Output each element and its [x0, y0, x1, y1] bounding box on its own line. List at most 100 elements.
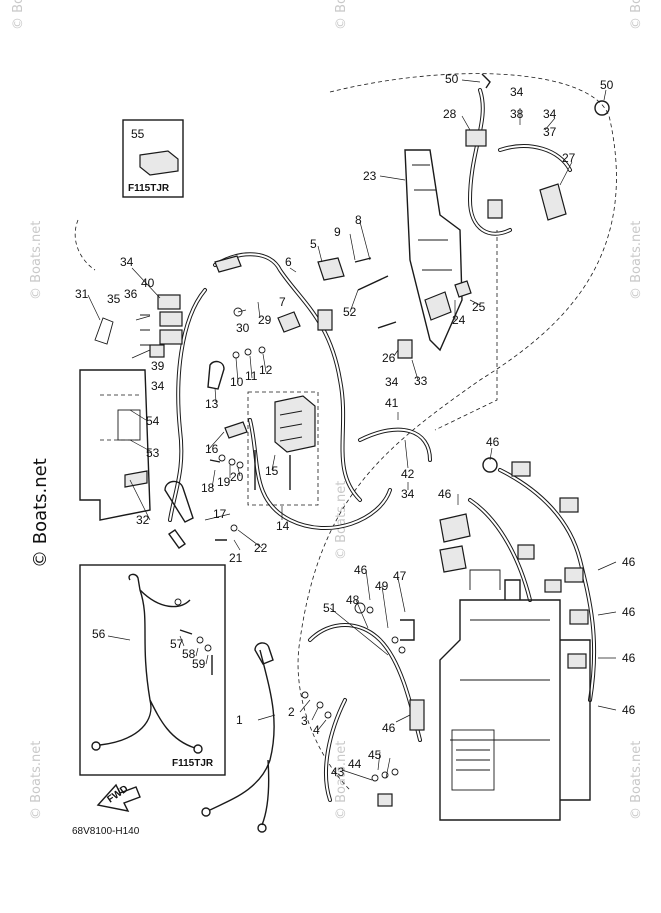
callout-16: 16: [205, 442, 219, 456]
connector-55-shape: [139, 150, 179, 176]
watermark: © Boats.net: [334, 0, 349, 30]
inset-bottom-model-label: F115TJR: [172, 758, 214, 769]
fuse-block-14: [247, 391, 319, 506]
callout-6: 6: [285, 255, 292, 269]
callout-12: 12: [259, 363, 273, 377]
callout-25: 25: [472, 300, 486, 314]
callout-46: 46: [622, 555, 636, 569]
callout-2: 2: [288, 705, 295, 719]
callout-40: 40: [141, 276, 155, 290]
callout-46: 46: [622, 651, 636, 665]
callout-37: 37: [543, 125, 557, 139]
assembly-guide-line: [434, 230, 498, 431]
callout-9: 9: [334, 225, 341, 239]
callout-34: 34: [401, 487, 415, 501]
inset-top-part-number: 55: [131, 127, 145, 141]
watermark: © Boats.net: [629, 221, 644, 300]
watermark: © Boats.net: [11, 0, 26, 30]
callout-30: 30: [236, 321, 250, 335]
callout-3: 3: [301, 714, 308, 728]
watermark: © Boats.net: [629, 741, 644, 820]
diagram-code: 68V8100-H140: [72, 826, 140, 837]
callout-46: 46: [486, 435, 500, 449]
callout-34: 34: [510, 85, 524, 99]
watermark: © Boats.net: [29, 221, 44, 300]
callout-34: 34: [120, 255, 134, 269]
callout-18: 18: [201, 481, 215, 495]
callout-4: 4: [313, 723, 320, 737]
callout-31: 31: [75, 287, 89, 301]
inset-top-model-label: F115TJR: [128, 183, 170, 194]
callout-14: 14: [276, 519, 290, 533]
callout-46: 46: [354, 563, 368, 577]
callout-11: 11: [245, 369, 258, 383]
callout-5: 5: [310, 237, 317, 251]
small-parts-left: [164, 307, 266, 549]
callout-46: 46: [622, 703, 636, 717]
callout-35: 35: [107, 292, 121, 306]
callout-45: 45: [368, 748, 382, 762]
callout-26: 26: [382, 351, 396, 365]
callouts: 50 50 34 38 34 37 28 27 23 8 9 5 6 34 40…: [75, 72, 636, 781]
watermarks: © Boats.net © Boats.net © Boats.net © Bo…: [11, 0, 644, 820]
callout-22: 22: [254, 541, 268, 555]
callout-19: 19: [217, 475, 231, 489]
callout-34: 34: [151, 379, 165, 393]
bracket-plate-31: [79, 317, 151, 521]
callout-8: 8: [355, 213, 362, 227]
callout-43: 43: [331, 765, 345, 779]
callout-48: 48: [346, 593, 360, 607]
watermark: © Boats.net: [334, 481, 349, 560]
right-harness: [439, 457, 597, 702]
callout-32: 32: [136, 513, 150, 527]
callout-57: 57: [170, 637, 184, 651]
assembly-guide-line: [74, 219, 96, 271]
callout-38: 38: [510, 107, 524, 121]
connector-stack: [140, 294, 183, 358]
callout-58: 58: [182, 647, 196, 661]
callout-46: 46: [622, 605, 636, 619]
watermark: © Boats.net: [629, 0, 644, 30]
inset-bottom: F115TJR: [79, 564, 226, 776]
callout-21: 21: [229, 551, 243, 565]
watermark: © Boats.net: [334, 741, 349, 820]
watermark-bold: © Boats.net: [30, 458, 51, 568]
bracket-23-assembly: [354, 73, 610, 359]
inset-bottom-frame: [79, 564, 226, 776]
callout-24: 24: [452, 313, 466, 327]
callout-53: 53: [146, 446, 160, 460]
callout-56: 56: [92, 627, 106, 641]
callout-28: 28: [443, 107, 457, 121]
callout-50: 50: [445, 72, 459, 86]
callout-23: 23: [363, 169, 377, 183]
callout-29: 29: [258, 313, 272, 327]
watermark: © Boats.net: [29, 741, 44, 820]
callout-46: 46: [382, 721, 396, 735]
callout-54: 54: [146, 414, 160, 428]
callout-46: 46: [438, 487, 452, 501]
callout-34: 34: [543, 107, 557, 121]
lower-harness: [201, 602, 425, 833]
engine-block-outline: [439, 569, 591, 821]
callout-27: 27: [562, 151, 576, 165]
enclosure-outline: [297, 73, 617, 791]
callout-34: 34: [385, 375, 399, 389]
callout-49: 49: [375, 579, 389, 593]
callout-51: 51: [323, 601, 337, 615]
callout-7: 7: [279, 295, 286, 309]
callout-44: 44: [348, 757, 362, 771]
callout-59: 59: [192, 657, 206, 671]
callout-33: 33: [414, 374, 428, 388]
callout-50: 50: [600, 78, 614, 92]
callout-41: 41: [385, 396, 399, 410]
callout-10: 10: [230, 375, 244, 389]
callout-36: 36: [124, 287, 138, 301]
callout-20: 20: [230, 470, 244, 484]
callout-39: 39: [151, 359, 165, 373]
inset-top-frame: [122, 119, 184, 198]
fwd-arrow: FWD: [96, 783, 141, 812]
callout-1: 1: [236, 713, 243, 727]
inset-top: 55 F115TJR: [122, 119, 184, 198]
callout-52: 52: [343, 305, 357, 319]
